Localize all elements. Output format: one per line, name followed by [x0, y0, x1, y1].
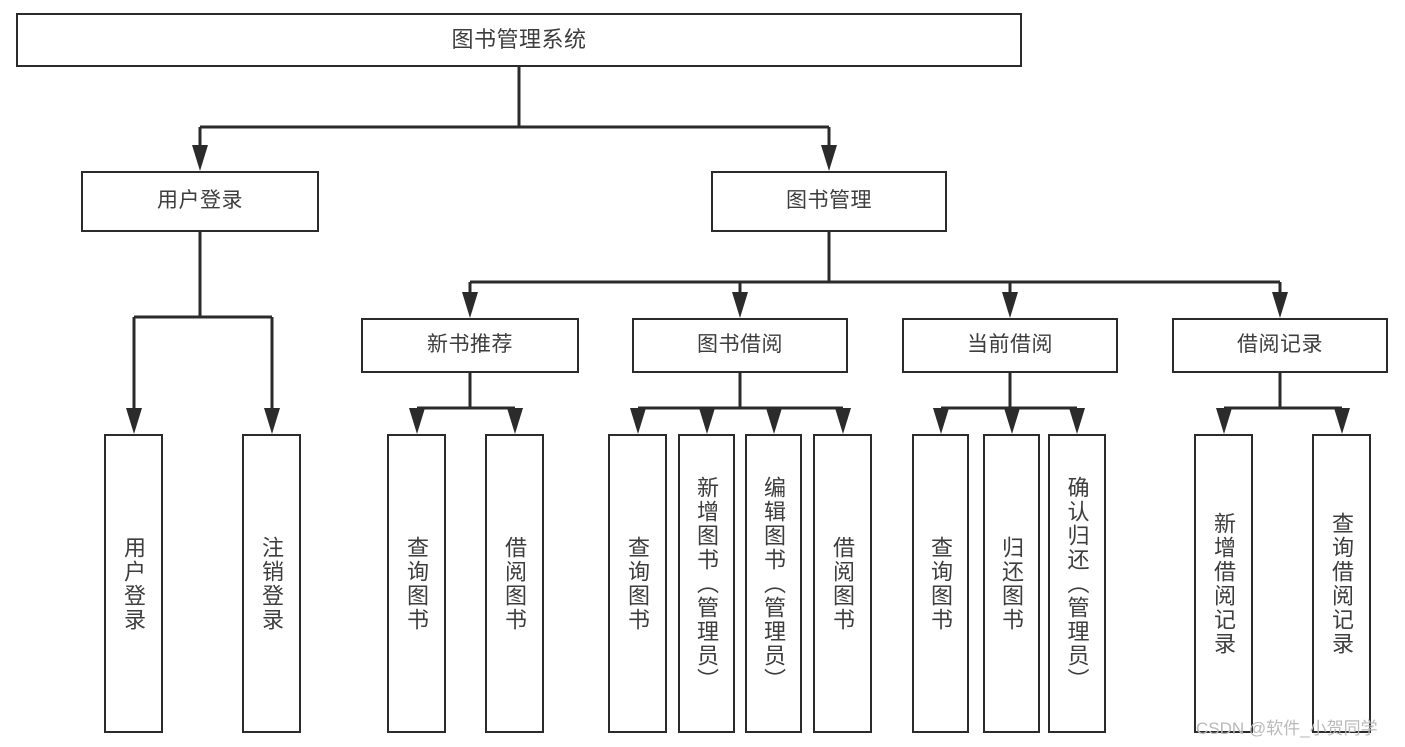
- node-user-login: 用户登录: [81, 171, 319, 232]
- node-label: 编辑图书（管理员）: [761, 475, 787, 692]
- node-current: 当前借阅: [902, 318, 1118, 373]
- edge-arrowhead: [192, 145, 208, 171]
- node-book-mgmt: 图书管理: [711, 171, 947, 232]
- node-h-query: 查询借阅记录: [1312, 434, 1371, 733]
- node-label: 用户登录: [157, 189, 243, 213]
- edge-arrowhead: [409, 408, 425, 434]
- node-history: 借阅记录: [1172, 318, 1388, 373]
- edge-arrowhead: [507, 408, 523, 434]
- edge-arrowhead: [766, 408, 782, 434]
- edge-arrowhead: [126, 408, 142, 434]
- edge-arrowhead: [835, 408, 851, 434]
- edge-arrowhead: [462, 292, 478, 318]
- edge-arrowhead: [1004, 408, 1020, 434]
- node-b-add: 新增图书（管理员）: [678, 434, 735, 733]
- edge-arrowhead: [1069, 408, 1085, 434]
- edge-arrowhead: [1002, 292, 1018, 318]
- node-label: 查询图书: [928, 535, 954, 632]
- edge-arrowhead: [1334, 408, 1350, 434]
- node-b-query: 查询图书: [608, 434, 667, 733]
- node-c-return: 归还图书: [983, 434, 1040, 733]
- node-new-rec: 新书推荐: [361, 318, 579, 373]
- edge-arrowhead: [732, 292, 748, 318]
- edge-arrowhead: [933, 408, 949, 434]
- node-label: 新书推荐: [427, 333, 513, 357]
- node-label: 当前借阅: [967, 333, 1053, 357]
- node-label: 查询借阅记录: [1329, 511, 1355, 656]
- csdn-watermark: CSDN @软件_小贺同学: [1196, 719, 1378, 738]
- node-root: 图书管理系统: [16, 13, 1022, 67]
- node-label: 借阅图书: [502, 535, 528, 632]
- node-h-add: 新增借阅记录: [1194, 434, 1253, 733]
- node-label: 查询图书: [625, 535, 651, 632]
- node-label: 图书管理系统: [451, 27, 587, 53]
- edge-arrowhead: [821, 145, 837, 171]
- node-label: 新增图书（管理员）: [694, 475, 720, 692]
- edge-arrowhead: [1216, 408, 1232, 434]
- node-label: 新增借阅记录: [1211, 511, 1237, 656]
- node-label: 注销登录: [259, 535, 285, 632]
- node-label: 归还图书: [999, 535, 1025, 632]
- node-c-confirm: 确认归还（管理员）: [1048, 434, 1106, 733]
- node-rec-query: 查询图书: [387, 434, 446, 733]
- edge-arrowhead: [1272, 292, 1288, 318]
- node-b-edit: 编辑图书（管理员）: [745, 434, 802, 733]
- edge-arrowhead: [264, 408, 280, 434]
- node-label: 用户登录: [121, 535, 147, 632]
- node-leaf-logout: 注销登录: [242, 434, 301, 733]
- node-leaf-login: 用户登录: [104, 434, 163, 733]
- edge-arrowhead: [630, 408, 646, 434]
- node-label: 图书管理: [786, 189, 872, 213]
- node-label: 借阅图书: [830, 535, 856, 632]
- node-label: 确认归还（管理员）: [1064, 475, 1090, 692]
- node-label: 图书借阅: [697, 333, 783, 357]
- node-c-query: 查询图书: [912, 434, 969, 733]
- node-borrow: 图书借阅: [632, 318, 848, 373]
- node-label: 查询图书: [404, 535, 430, 632]
- node-label: 借阅记录: [1237, 333, 1323, 357]
- node-b-borrow: 借阅图书: [813, 434, 872, 733]
- edge-arrowhead: [699, 408, 715, 434]
- node-rec-borrow: 借阅图书: [485, 434, 544, 733]
